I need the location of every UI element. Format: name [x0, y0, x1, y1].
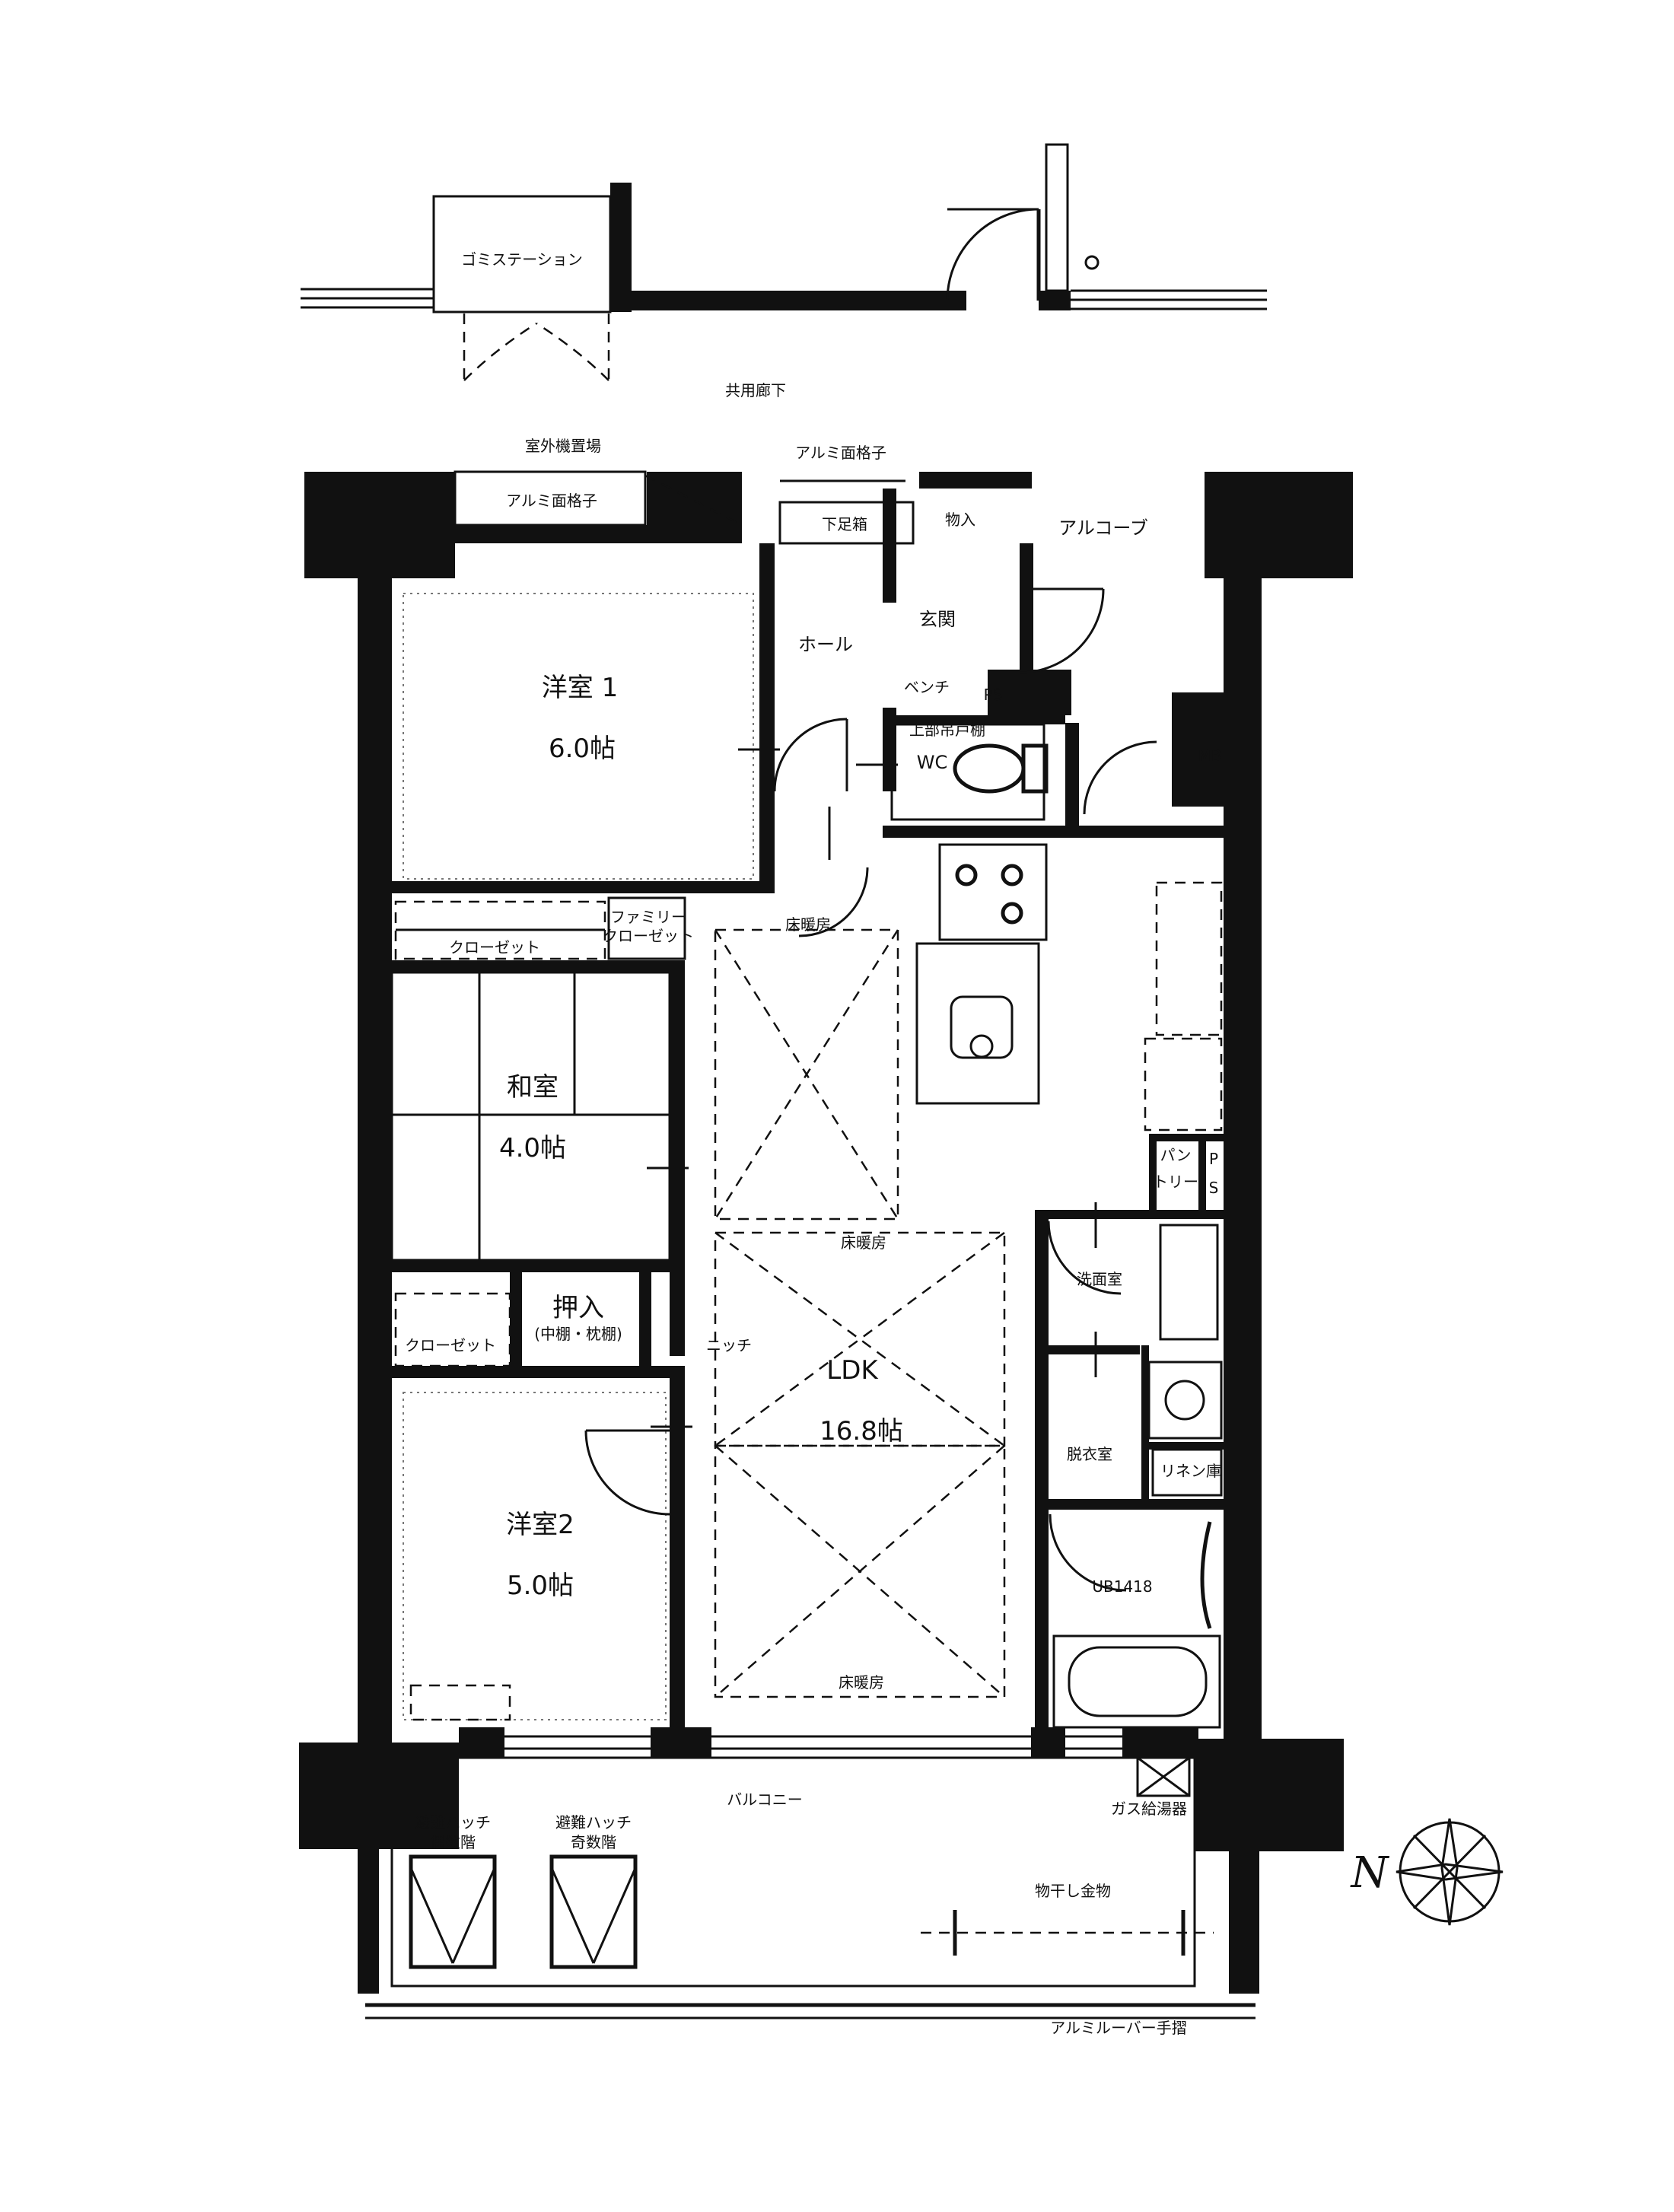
label-storage: 物入 [945, 511, 975, 529]
compass-icon [1396, 1818, 1504, 1926]
label-hatch-odd-2: 奇数階 [571, 1833, 616, 1851]
label-louver-rail: アルミルーバー手摺 [1050, 2019, 1187, 2037]
label-shoe-box: 下足箱 [822, 515, 867, 533]
label-closet-1: クローゼット [449, 938, 540, 956]
label-corridor: 共用廊下 [725, 381, 786, 399]
label-room2-size: 5.0帖 [507, 1571, 574, 1601]
labels: ゴミステーション 共用廊下 室外機置場 アルミ面格子 アルミ面格子 下足箱 物入… [405, 250, 1390, 2037]
label-outdoor-unit: 室外機置場 [525, 437, 601, 455]
label-dressing: 脱衣室 [1067, 1445, 1112, 1463]
label-hatch-even-2: 偶数階 [430, 1833, 476, 1851]
label-ub: UB1418 [1092, 1577, 1152, 1596]
label-ps-2b: S [1209, 1179, 1219, 1197]
label-oshiire-sub: (中棚・枕棚) [534, 1325, 622, 1343]
label-alcove: アルコーブ [1058, 517, 1148, 539]
label-niche: ニッチ [706, 1336, 752, 1354]
label-mb: MB [1198, 746, 1222, 765]
label-entrance: 玄関 [919, 609, 956, 630]
label-floor-heat-2: 床暖房 [841, 1233, 886, 1252]
label-washroom: 洗面室 [1077, 1270, 1122, 1288]
label-alumi-grille-left: アルミ面格子 [506, 492, 597, 510]
label-room2-name: 洋室2 [506, 1510, 574, 1540]
outer-walls [299, 472, 1353, 1851]
label-drying-hardware: 物干し金物 [1035, 1882, 1111, 1900]
label-alumi-grille-top: アルミ面格子 [795, 444, 886, 462]
label-linen: リネン庫 [1160, 1462, 1221, 1480]
label-closet-2: クローゼット [405, 1336, 496, 1354]
label-ldk-size: 16.8帖 [819, 1416, 903, 1447]
label-hatch-even-1: 避難ハッチ [415, 1813, 491, 1832]
label-hall: ホール [798, 634, 853, 655]
label-north: N [1350, 1848, 1390, 1898]
label-family-closet-2: クローゼット [603, 927, 694, 945]
label-hatch-odd-1: 避難ハッチ [555, 1813, 632, 1832]
label-floor-heat-1: 床暖房 [785, 915, 831, 934]
label-pantry-1: パン [1160, 1146, 1192, 1164]
label-washitsu-size: 4.0帖 [499, 1133, 566, 1163]
label-oshiire: 押入 [552, 1293, 604, 1323]
label-ps-2a: P [1209, 1150, 1218, 1168]
label-washitsu-name: 和室 [507, 1072, 559, 1103]
label-bench: ベンチ [904, 678, 950, 696]
label-balcony: バルコニー [727, 1790, 803, 1809]
label-gas-heater: ガス給湯器 [1111, 1800, 1187, 1818]
label-family-closet-1: ファミリー [610, 908, 686, 926]
label-ldk-name: LDK [826, 1355, 879, 1386]
garbage-station [301, 183, 632, 381]
corridor-wall-top [632, 143, 1267, 310]
label-room1-size: 6.0帖 [549, 734, 616, 764]
label-floor-heat-3: 床暖房 [839, 1673, 884, 1692]
label-pantry-2: トリー [1153, 1173, 1198, 1191]
label-ps-1: PS [984, 686, 1003, 704]
label-upper-cabinet: 上部吊戸棚 [909, 721, 985, 739]
label-wc: WC [917, 752, 948, 773]
label-gomi-station: ゴミステーション [461, 250, 583, 269]
detail-lines [358, 470, 1259, 2019]
label-room1-name: 洋室 1 [542, 673, 618, 703]
interior-walls [392, 489, 1224, 1727]
